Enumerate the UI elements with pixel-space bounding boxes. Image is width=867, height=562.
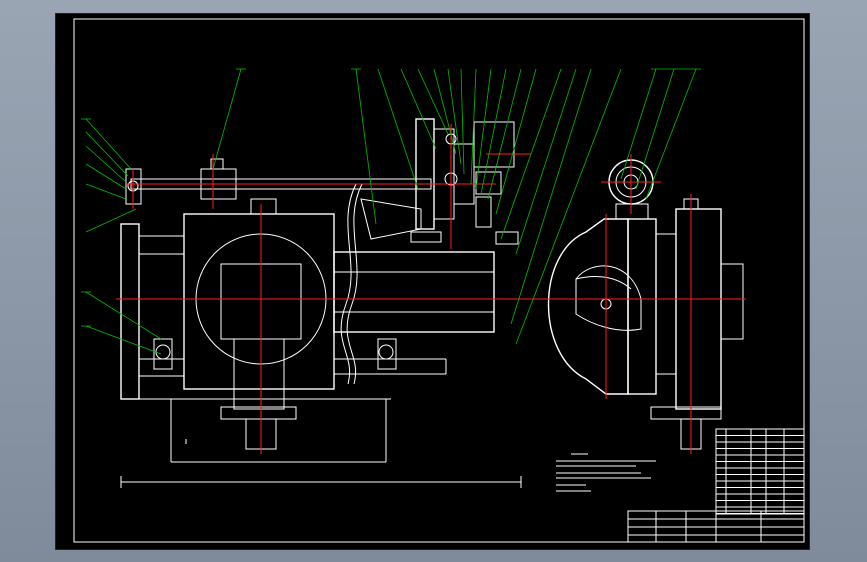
drawing-sheet [55, 13, 810, 550]
assembly-drawing [73, 18, 805, 543]
front-view [120, 118, 522, 488]
title-block [627, 428, 805, 543]
drawing-frame [73, 18, 805, 543]
front-centerlines [116, 124, 531, 454]
side-centerlines [526, 154, 746, 454]
side-view [547, 159, 744, 450]
technical-notes [556, 453, 656, 492]
part-leaders [81, 68, 701, 355]
